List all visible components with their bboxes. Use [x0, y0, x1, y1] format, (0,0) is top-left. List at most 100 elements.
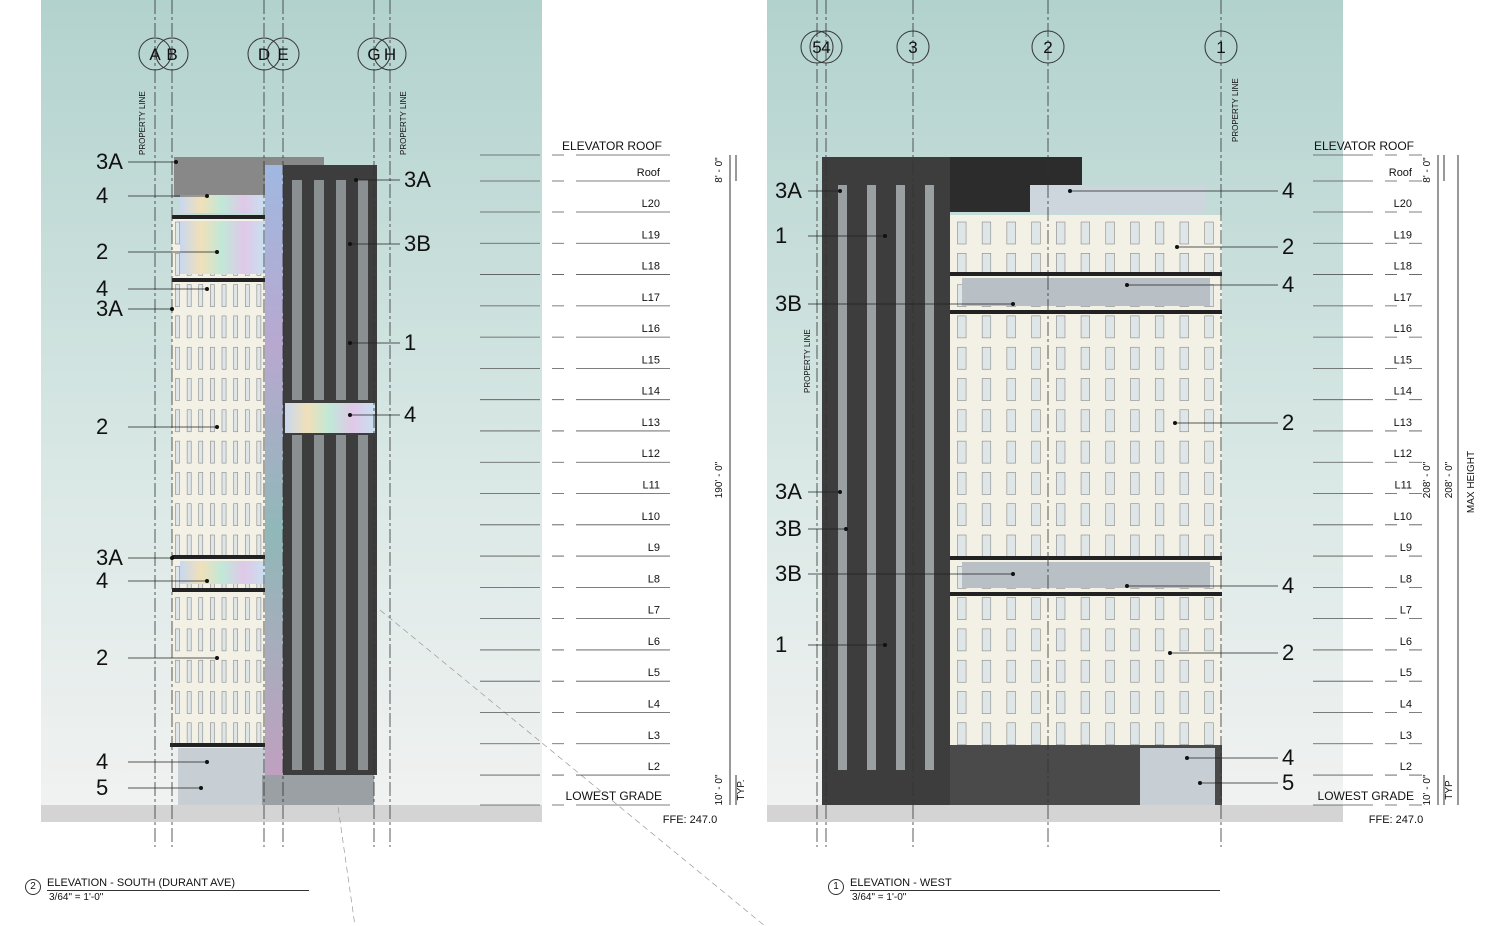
- callout-dot: [348, 413, 352, 417]
- window: [1105, 221, 1115, 245]
- window: [244, 378, 250, 401]
- window: [1080, 472, 1090, 495]
- window: [198, 691, 204, 714]
- material-callout-4: 4: [1282, 272, 1294, 297]
- window: [1130, 409, 1140, 433]
- window: [1056, 315, 1066, 339]
- window: [175, 628, 180, 652]
- west-elevation-title: 1 ELEVATION - WEST 3/64" = 1'-0": [828, 877, 1220, 904]
- band-edge: [950, 272, 1222, 276]
- callout-dot: [205, 287, 209, 291]
- window: [221, 503, 227, 526]
- window: [256, 315, 262, 339]
- window: [1080, 503, 1090, 526]
- window: [1006, 472, 1016, 495]
- view-scale: 3/64" = 1'-0": [49, 892, 104, 903]
- callout-dot: [1125, 584, 1129, 588]
- window: [210, 472, 215, 495]
- window: [210, 659, 215, 683]
- facade-panel: [172, 215, 265, 745]
- material-callout-4: 4: [96, 568, 108, 593]
- level-label-l19: L19: [642, 229, 660, 241]
- level-label-l11: L11: [1394, 480, 1412, 492]
- window: [981, 472, 992, 495]
- material-callout-4: 4: [1282, 745, 1294, 770]
- window: [210, 378, 215, 401]
- window: [233, 691, 238, 714]
- window: [256, 628, 262, 652]
- level-label-l7: L7: [648, 605, 660, 617]
- material-callout-3B: 3B: [775, 291, 802, 316]
- glass-band: [180, 221, 265, 274]
- window: [1179, 722, 1189, 746]
- level-label-l12: L12: [642, 448, 660, 460]
- window: [981, 628, 992, 652]
- window: [221, 378, 227, 401]
- window: [175, 378, 180, 401]
- window: [186, 440, 192, 464]
- window: [1204, 691, 1214, 714]
- material-callout-3A: 3A: [96, 296, 123, 321]
- window: [1204, 378, 1214, 401]
- window: [957, 628, 967, 652]
- window: [210, 503, 215, 526]
- level-label-l19: L19: [1394, 229, 1412, 241]
- window: [210, 597, 215, 620]
- window: [233, 346, 238, 370]
- callout-dot: [883, 234, 887, 238]
- dimension-bottom: 10' - 0": [1422, 774, 1433, 805]
- window: [981, 503, 992, 526]
- window: [221, 315, 227, 339]
- window: [175, 534, 180, 558]
- window: [1130, 221, 1140, 245]
- property-line-label: PROPERTY LINE: [138, 91, 147, 155]
- window-column: [314, 435, 324, 770]
- window: [1204, 628, 1214, 652]
- level-label-l7: L7: [1400, 605, 1412, 617]
- dimension-overall: 190' - 0": [714, 461, 725, 498]
- window: [1006, 221, 1016, 245]
- window: [186, 722, 192, 746]
- grid-label-H: H: [384, 45, 396, 64]
- level-label-l2: L2: [648, 761, 660, 773]
- callout-dot: [348, 242, 352, 246]
- window: [210, 691, 215, 714]
- window: [1031, 691, 1041, 714]
- window-column: [358, 180, 368, 400]
- property-line-label: PROPERTY LINE: [399, 91, 408, 155]
- callout-dot: [199, 786, 203, 790]
- window: [1031, 628, 1041, 652]
- window: [1179, 628, 1189, 652]
- window: [1056, 440, 1066, 464]
- window: [198, 472, 204, 495]
- window: [186, 597, 192, 620]
- window: [233, 440, 238, 464]
- window: [233, 503, 238, 526]
- band-edge: [950, 592, 1222, 596]
- window: [1179, 440, 1189, 464]
- window: [1080, 409, 1090, 433]
- ffe-label: FFE: 247.0: [663, 814, 717, 826]
- window: [175, 722, 180, 746]
- material-callout-4: 4: [1282, 573, 1294, 598]
- callout-dot: [205, 194, 209, 198]
- window: [244, 659, 250, 683]
- callout-dot: [205, 579, 209, 583]
- window: [1179, 378, 1189, 401]
- view-number-badge: 1: [828, 879, 844, 895]
- window: [186, 284, 192, 307]
- grid-bubble: [247, 37, 281, 71]
- window: [221, 346, 227, 370]
- window: [233, 659, 238, 683]
- window: [186, 378, 192, 401]
- window: [1056, 378, 1066, 401]
- window: [198, 378, 204, 401]
- view-title: ELEVATION - SOUTH (DURANT AVE): [47, 877, 309, 891]
- material-callout-3A: 3A: [775, 479, 802, 504]
- window: [1006, 440, 1016, 464]
- window: [186, 503, 192, 526]
- window: [244, 472, 250, 495]
- material-callout-1: 1: [775, 223, 787, 248]
- window: [198, 315, 204, 339]
- window: [1056, 659, 1066, 683]
